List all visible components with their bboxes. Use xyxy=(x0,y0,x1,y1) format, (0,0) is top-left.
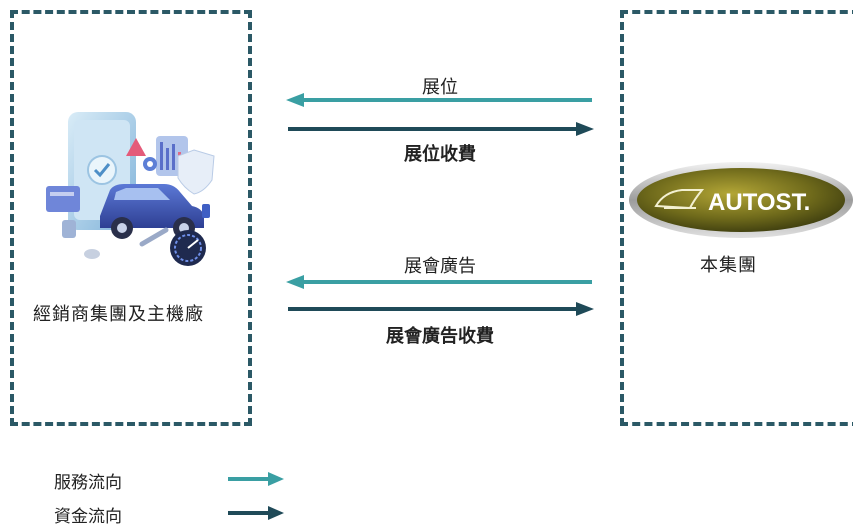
our-group-label: 本集團 xyxy=(700,255,757,276)
service-flow-arrow xyxy=(286,275,592,289)
capital-flow-arrow xyxy=(288,302,594,316)
dealer-group-label: 經銷商集團及主機廠 xyxy=(33,304,204,325)
flow-label-booth-fee: 展位收費 xyxy=(404,144,476,165)
service-flow-arrow xyxy=(286,93,592,107)
flow-label-exhibition-ad: 展會廣告 xyxy=(404,256,476,277)
logo-text: AUTOST. xyxy=(708,189,810,216)
autost-logo-icon: AUTOST. xyxy=(629,162,853,238)
car-tech-illustration-icon xyxy=(46,112,215,266)
legend-capital-label: 資金流向 xyxy=(54,507,122,527)
legend-service-label: 服務流向 xyxy=(54,473,122,493)
flow-label-exhibition-ad-fee: 展會廣告收費 xyxy=(386,326,494,347)
flow-label-booth: 展位 xyxy=(422,77,458,98)
legend-capital-arrow xyxy=(228,506,284,520)
capital-flow-arrow xyxy=(288,122,594,136)
our-group-box xyxy=(620,10,853,426)
legend-service-arrow xyxy=(228,472,284,486)
dealer-group-box xyxy=(10,10,252,426)
